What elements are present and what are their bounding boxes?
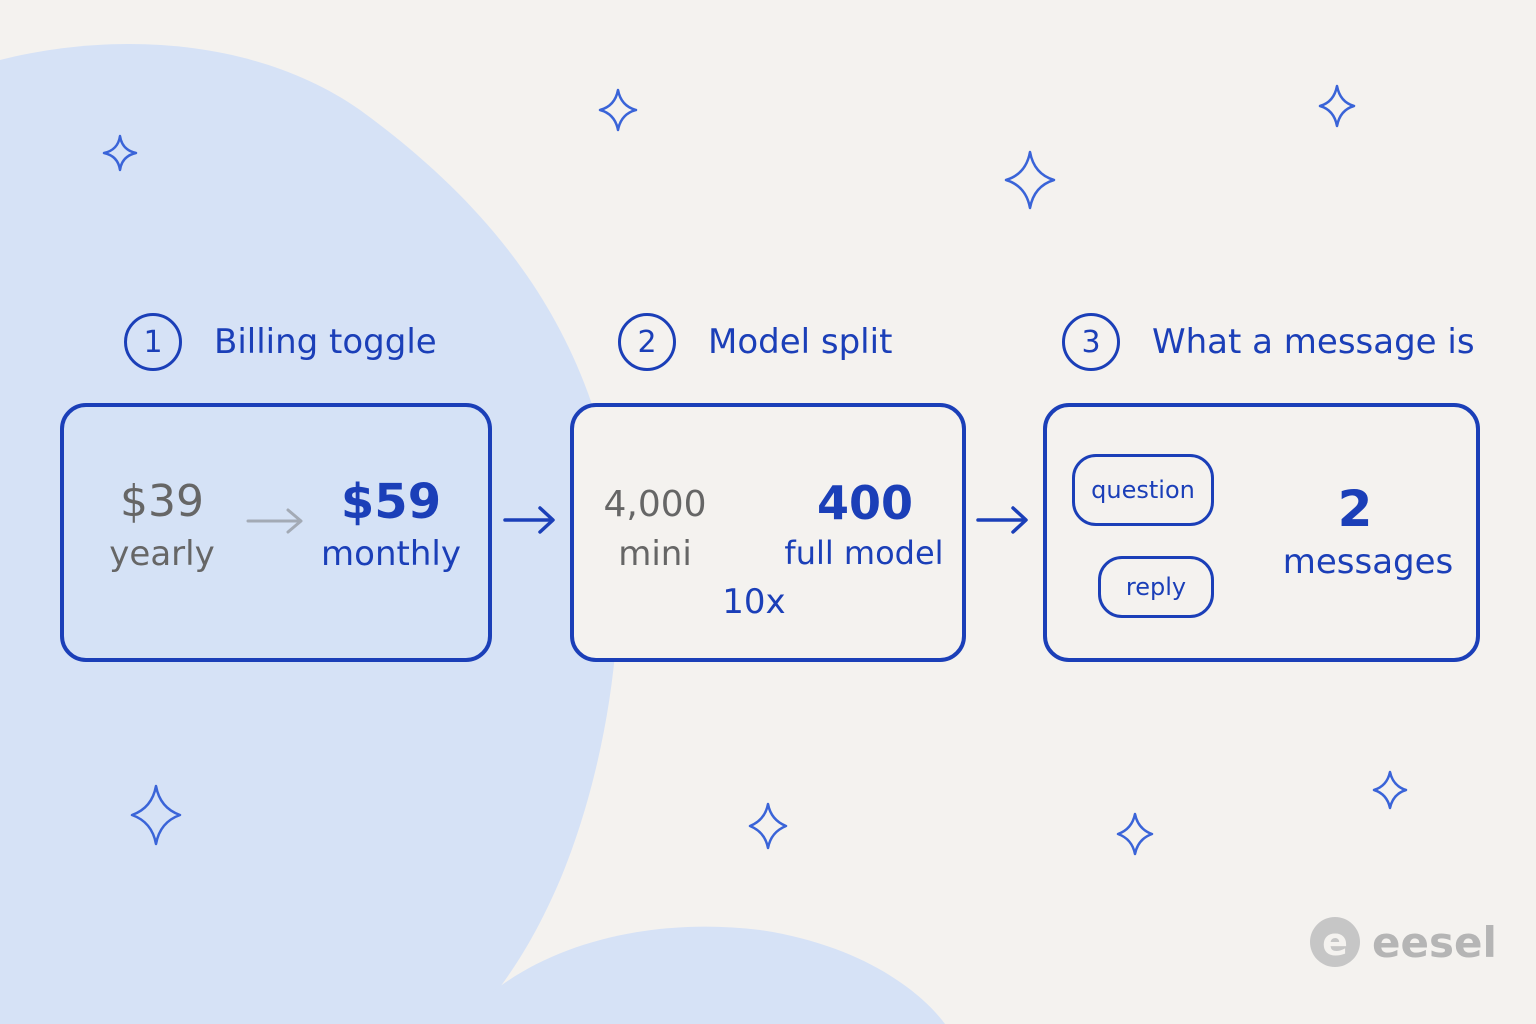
step-2-number: 2 xyxy=(618,313,676,371)
yearly-label: yearly xyxy=(109,534,215,574)
sparkle-icon xyxy=(598,88,638,132)
logo-mark-icon: e xyxy=(1310,917,1360,967)
ratio-label: 10x xyxy=(722,582,786,622)
arrow-right-icon xyxy=(976,506,1028,534)
message-definition-panel xyxy=(1043,403,1480,662)
step-1-number: 1 xyxy=(124,313,182,371)
sparkle-icon xyxy=(1004,150,1056,210)
monthly-price: $59 xyxy=(340,474,442,530)
sparkle-icon xyxy=(102,134,138,172)
monthly-label: monthly xyxy=(321,534,461,574)
eesel-logo: e eesel xyxy=(1310,917,1497,967)
yearly-price: $39 xyxy=(120,476,204,527)
sparkle-icon xyxy=(1372,770,1408,810)
sparkle-icon xyxy=(130,784,182,846)
logo-wordmark: eesel xyxy=(1372,917,1497,967)
sparkle-icon xyxy=(1116,812,1154,856)
reply-bubble: reply xyxy=(1098,556,1214,618)
step-1-label: Billing toggle xyxy=(214,322,437,362)
model-split-panel xyxy=(570,403,966,662)
sparkle-icon xyxy=(748,802,788,850)
billing-toggle-panel xyxy=(60,403,492,662)
step-3-title: 3 What a message is xyxy=(1062,313,1475,371)
question-bubble: question xyxy=(1072,454,1214,526)
full-model-label: full model xyxy=(784,534,944,572)
step-3-label: What a message is xyxy=(1152,322,1475,362)
message-count: 2 xyxy=(1337,480,1373,538)
reply-bubble-label: reply xyxy=(1125,573,1187,601)
mini-count: 4,000 xyxy=(603,484,707,525)
sparkle-icon xyxy=(1318,84,1356,128)
question-bubble-label: question xyxy=(1091,476,1195,504)
background-blob-bottom xyxy=(460,926,945,1024)
messages-label: messages xyxy=(1282,542,1454,582)
step-3-number: 3 xyxy=(1062,313,1120,371)
step-2-label: Model split xyxy=(708,322,893,362)
step-1-title: 1 Billing toggle xyxy=(124,313,437,371)
full-model-count: 400 xyxy=(816,476,914,530)
step-2-title: 2 Model split xyxy=(618,313,892,371)
mini-label: mini xyxy=(618,534,692,574)
arrow-right-icon xyxy=(503,506,555,534)
